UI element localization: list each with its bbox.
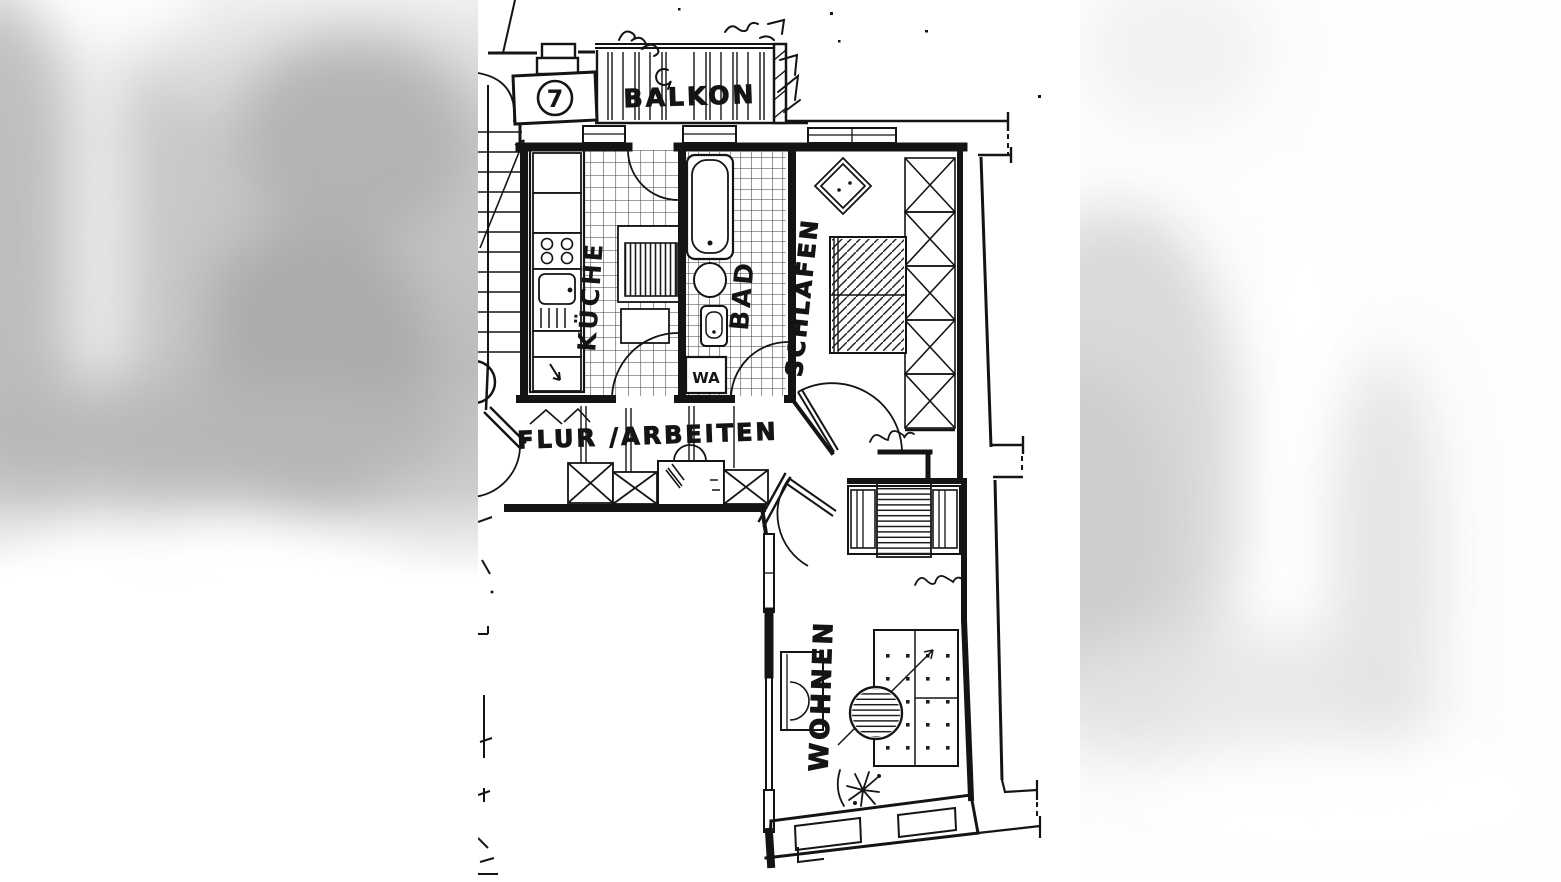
unit-number-circle: [536, 79, 574, 117]
handwritten-annotation-living: [914, 574, 963, 586]
living-door: [776, 476, 837, 567]
balcony-label: BALKON: [623, 80, 757, 114]
kitchen-door-arc: [611, 332, 679, 400]
bathtub: [685, 153, 735, 261]
stove: [532, 232, 582, 270]
sofa: [847, 482, 961, 558]
wardrobe: [904, 157, 956, 432]
floorplan-sheet: 7 BALKON: [451, 0, 1080, 878]
room-hall: FLUR /ARBEITEN: [472, 406, 779, 506]
kitchen-table: [620, 308, 670, 344]
blurred-margin-left: [0, 0, 478, 878]
kitchen-mat: [624, 242, 678, 297]
stairwell: [451, 0, 537, 411]
room-bath: WA BAD: [684, 152, 789, 400]
stair-steps: [478, 131, 525, 353]
paper-specks: [678, 8, 1041, 98]
washer-label: WA: [692, 369, 720, 387]
hall-cabinet-1: [567, 462, 614, 504]
handwritten-annotations-top: [618, 18, 801, 113]
bedroom-door: [797, 382, 903, 453]
room-bedroom: SCHLAFEN: [781, 156, 956, 453]
room-balcony: BALKON: [595, 42, 808, 125]
side-cabinet: [780, 651, 824, 731]
walls: [504, 122, 980, 869]
bed: [829, 236, 907, 354]
unit-number: 7: [547, 85, 564, 113]
room-living: WOHNEN: [776, 476, 963, 852]
hall-label: FLUR /ARBEITEN: [517, 417, 779, 454]
washer-box: [684, 355, 728, 395]
nightstand: [813, 156, 873, 216]
balcony-door-arc: [627, 149, 679, 201]
living-label: WOHNEN: [804, 619, 839, 772]
exterior-building-lines: [786, 112, 1042, 838]
room-kitchen: KÜCHE: [528, 148, 681, 400]
chimney: [535, 42, 595, 76]
living-windows-south: [793, 806, 958, 852]
washbasin: [693, 262, 727, 298]
handwritten-annotation-bedroom: [869, 430, 915, 443]
balcony-planks: [607, 52, 765, 120]
desk: [657, 444, 725, 506]
north-windows: [582, 125, 897, 144]
blurred-margin-right: [1080, 0, 1561, 878]
hall-cabinet-3: [723, 469, 769, 505]
hall-cabinet-2: [612, 471, 658, 505]
bath-label: BAD: [725, 259, 761, 332]
entry-door: [472, 406, 527, 498]
scan-edge-fragments: [477, 516, 498, 875]
bath-door-arc: [730, 341, 789, 400]
plant-scribble: [836, 769, 881, 807]
floorplan-drawing: 7 BALKON: [451, 0, 1042, 875]
desk-chair: [673, 444, 707, 462]
unit-number-box: 7: [511, 70, 599, 126]
round-table: [848, 685, 904, 741]
